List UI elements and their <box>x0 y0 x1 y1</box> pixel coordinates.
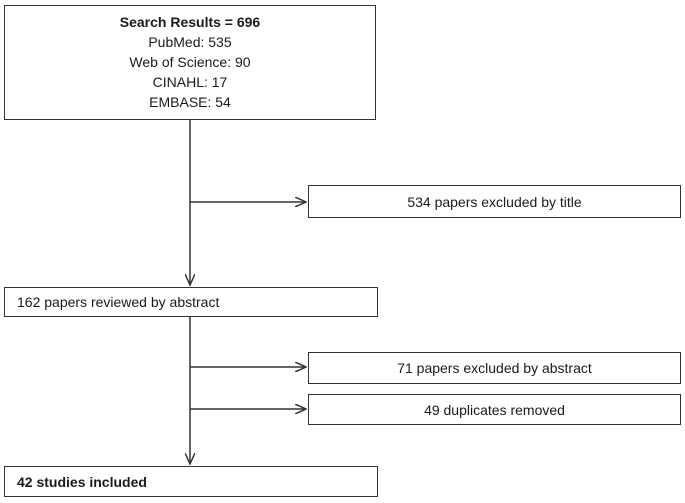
excluded-by-abstract-box: 71 papers excluded by abstract <box>308 352 681 384</box>
excluded-by-abstract-text: 71 papers excluded by abstract <box>397 360 592 376</box>
source-cinahl: CINAHL: 17 <box>152 74 228 90</box>
excluded-by-title-box: 534 papers excluded by title <box>308 185 681 218</box>
excluded-by-title-text: 534 papers excluded by title <box>407 194 582 210</box>
studies-included-text: 42 studies included <box>17 474 147 490</box>
source-web-of-science: Web of Science: 90 <box>129 54 251 70</box>
search-results-title: Search Results = 696 <box>119 14 261 30</box>
search-results-box: Search Results = 696 PubMed: 535 Web of … <box>4 5 376 120</box>
reviewed-by-abstract-box: 162 papers reviewed by abstract <box>4 287 378 317</box>
source-embase: EMBASE: 54 <box>149 94 231 110</box>
source-pubmed: PubMed: 535 <box>148 34 232 50</box>
duplicates-removed-box: 49 duplicates removed <box>308 394 681 425</box>
studies-included-box: 42 studies included <box>4 466 378 497</box>
duplicates-removed-text: 49 duplicates removed <box>424 402 565 418</box>
reviewed-by-abstract-text: 162 papers reviewed by abstract <box>17 294 220 310</box>
